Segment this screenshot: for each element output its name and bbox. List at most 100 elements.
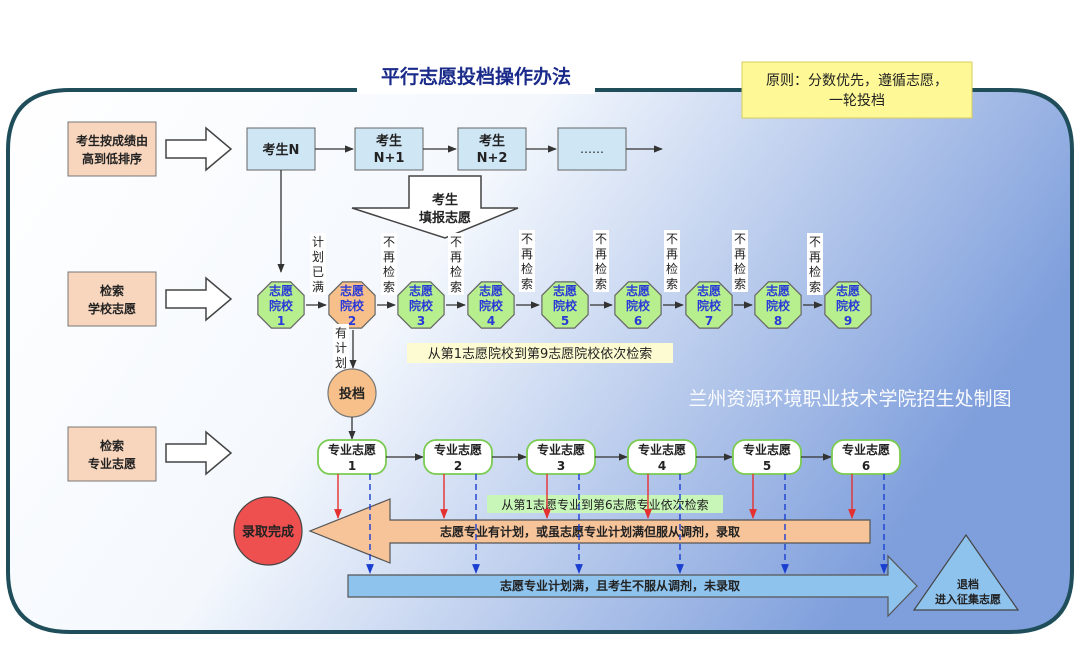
school-label: 志愿 [697,283,721,298]
school-label: 院校 [340,298,365,313]
major-label: 专业志愿 [638,442,686,457]
student-box-n: 考生N [246,127,316,171]
svg-text:填报志愿: 填报志愿 [419,210,471,226]
no-search-note: 索 [521,277,533,291]
school-label: 院校 [553,298,578,313]
school-label: 志愿 [553,283,577,298]
no-search-note: 索 [383,280,395,294]
svg-text:投档: 投档 [339,386,365,402]
svg-text:考生N: 考生N [263,142,300,158]
hollow-arrow-2 [165,276,233,322]
plan-full-note: 已 [312,265,324,279]
school-label: 院校 [269,298,294,313]
school-search-note: 从第1志愿院校到第9志愿院校依次检索 [428,346,653,362]
no-search-note: 再 [809,250,821,264]
major-label: 专业志愿 [328,442,376,457]
svg-text:退档: 退档 [957,577,979,591]
major-number: 1 [348,459,356,473]
school-number: 4 [487,314,495,328]
no-search-note: 再 [734,247,746,261]
school-label: 志愿 [479,283,503,298]
hollow-arrow-3 [165,430,233,476]
school-label: 院校 [479,298,504,313]
svg-text:考生: 考生 [432,192,458,208]
major-search-note: 从第1志愿专业到第6志愿专业依次检索 [501,497,708,512]
no-search-note: 检 [383,264,395,279]
school-label: 志愿 [409,283,433,298]
major-number: 4 [658,459,666,473]
no-search-note: 不 [666,232,678,246]
sort-box: 考生按成绩由 高到低排序 [67,121,157,177]
no-search-note: 检 [595,261,607,276]
no-search-note: 检 [809,264,821,279]
no-search-note: 再 [383,250,395,264]
svg-text:录取完成: 录取完成 [242,524,294,540]
major-search-box: 检索 专业志愿 [67,426,157,482]
school-number: 8 [774,314,782,328]
student-box-n2: 考生 N+2 [457,127,527,171]
school-number: 3 [417,314,425,328]
fill-volunteer-arrow [351,175,519,239]
major-number: 3 [557,459,565,473]
major-node-4: 专业志愿 4 [627,439,697,475]
no-search-note: 索 [666,277,678,291]
svg-text:考生: 考生 [479,133,505,149]
admit-done-node: 录取完成 [233,496,303,566]
no-search-note: 再 [666,247,678,261]
toudang-node: 投档 [327,368,377,418]
svg-text:学校志愿: 学校志愿 [88,301,136,316]
no-search-note: 索 [809,280,821,294]
major-number: 2 [454,459,462,473]
school-number: 7 [705,314,713,328]
no-search-note: 索 [595,277,607,291]
withdraw-node: 退档 进入征集志愿 [912,533,1020,611]
no-search-note: 再 [595,247,607,261]
school-number: 5 [561,314,569,328]
svg-text:考生: 考生 [376,133,402,149]
plan-full-note: 计 [312,235,324,249]
major-node-1: 专业志愿 1 [317,439,387,475]
no-search-note: 再 [521,247,533,261]
svg-text:N+1: N+1 [374,151,405,166]
has-plan-note: 划 [335,356,347,370]
svg-text:高到低排序: 高到低排序 [82,151,142,166]
no-search-note: 不 [809,235,821,249]
major-label: 专业志愿 [537,442,585,457]
no-search-note: 不 [521,232,533,246]
school-number: 6 [634,314,642,328]
no-search-note: 不 [383,235,395,249]
school-number: 1 [277,314,285,328]
svg-text:志愿专业有计划，或虽志愿专业计划满但服从调剂，录取: 志愿专业有计划，或虽志愿专业计划满但服从调剂，录取 [440,524,740,539]
school-label: 院校 [766,298,791,313]
no-search-note: 索 [450,280,462,294]
has-plan-note: 计 [335,341,347,355]
school-label: 院校 [697,298,722,313]
svg-text:……: …… [580,142,604,156]
has-plan-note: 有 [335,326,347,340]
plan-full-note: 划 [312,250,324,264]
school-label: 志愿 [340,283,364,298]
principle-box [741,61,973,119]
major-number: 6 [862,459,870,473]
major-node-3: 专业志愿 3 [526,439,596,475]
hollow-arrow-1 [165,126,233,172]
svg-text:检索: 检索 [100,438,124,453]
no-search-note: 检 [450,264,462,279]
school-label: 志愿 [766,283,790,298]
major-number: 5 [763,459,771,473]
page-title: 平行志愿投档操作办法 [381,65,571,88]
admit-arrow [308,498,871,564]
watermark: 兰州资源环境职业技术学院招生处制图 [688,388,1011,410]
svg-text:检索: 检索 [100,283,124,298]
no-search-note: 索 [734,277,746,291]
school-label: 院校 [836,298,861,313]
